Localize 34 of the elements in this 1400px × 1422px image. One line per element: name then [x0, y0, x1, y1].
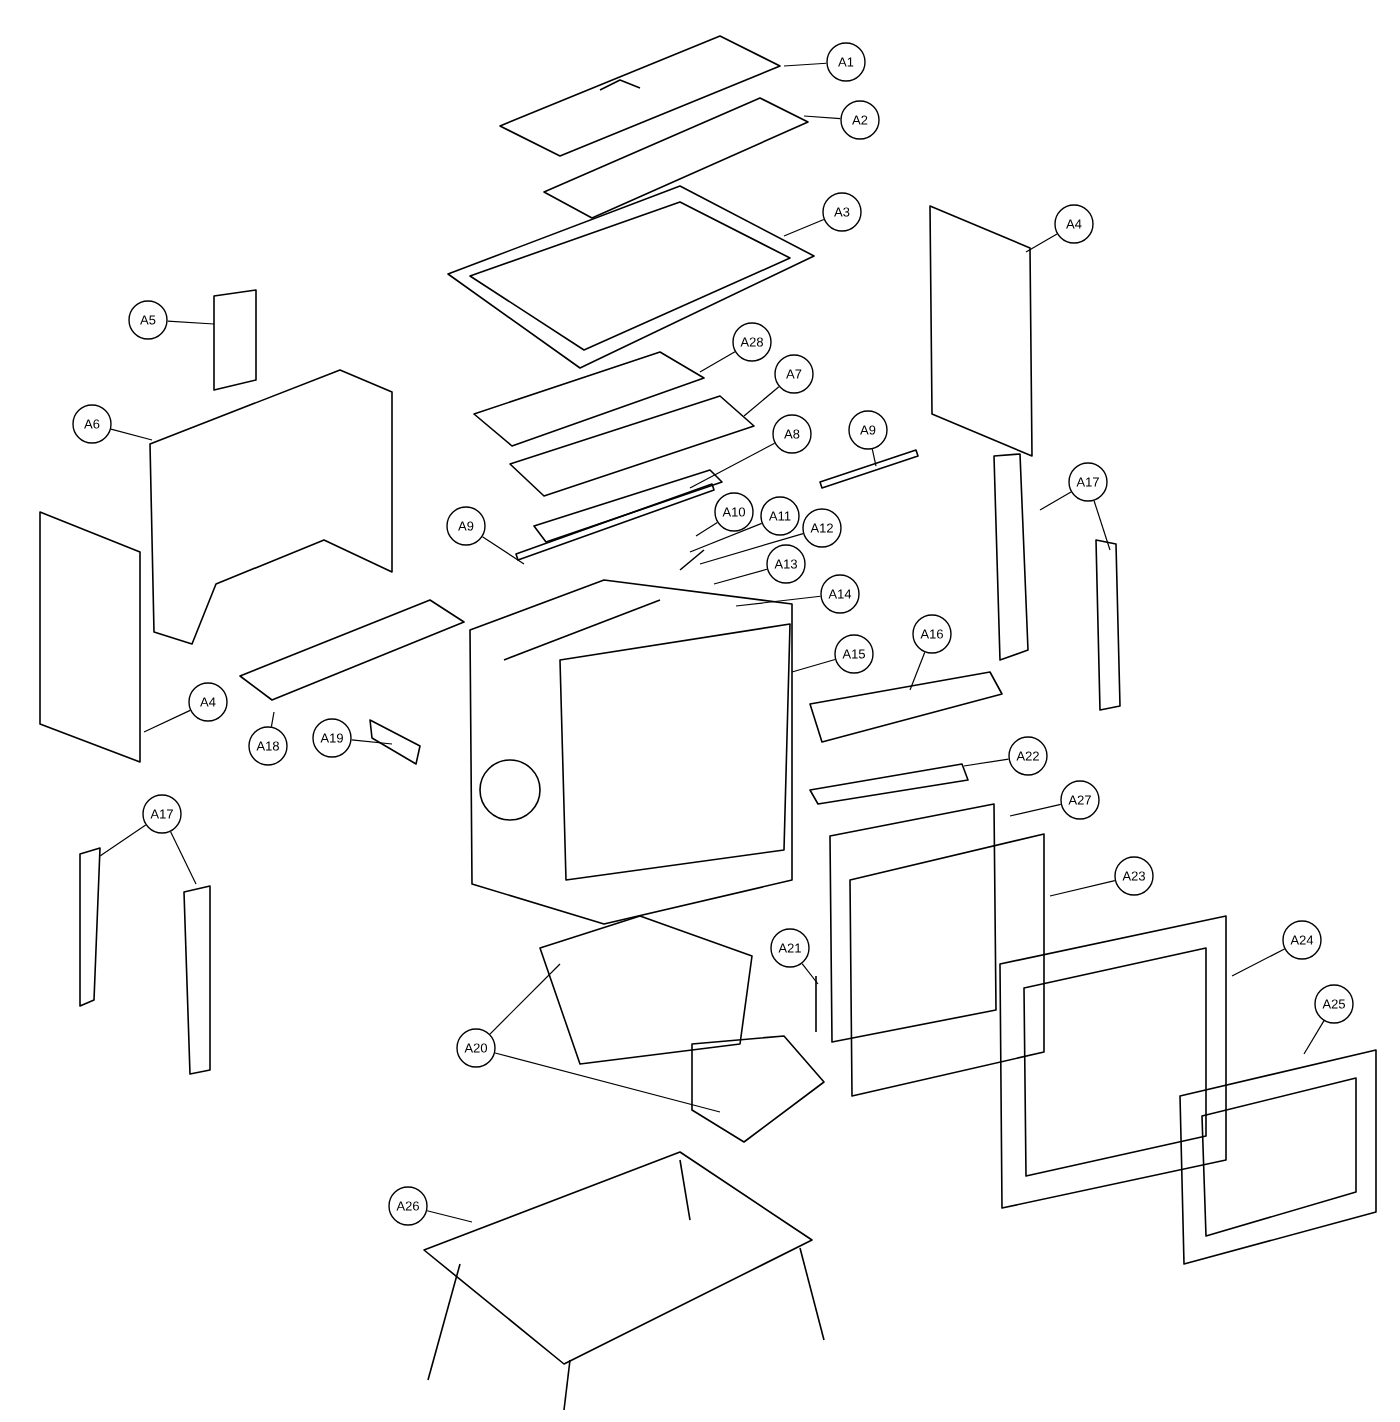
leader-line	[99, 824, 147, 857]
leader-line	[783, 218, 825, 237]
leader-line	[963, 758, 1010, 767]
leader-line	[689, 522, 763, 553]
leader-line	[871, 448, 877, 467]
leader-line	[489, 963, 561, 1035]
leader-line	[699, 533, 804, 565]
leader-line	[1039, 491, 1072, 511]
leader-line	[481, 536, 525, 565]
leader-line	[909, 651, 926, 691]
leader-line	[270, 711, 275, 728]
leader-line	[713, 568, 768, 585]
leader-line	[1303, 1020, 1325, 1055]
leader-line	[110, 428, 153, 441]
leader-line	[801, 962, 819, 985]
leader-line	[1231, 948, 1286, 977]
leader-line	[1049, 879, 1116, 897]
leader-line	[803, 115, 841, 120]
leader-line	[735, 595, 822, 607]
leader-line	[689, 442, 776, 489]
leader-line	[143, 709, 191, 733]
leader-line	[170, 831, 197, 885]
leader-line	[791, 658, 836, 673]
leader-line	[1009, 803, 1062, 817]
leader-line	[1093, 500, 1111, 551]
leader-line	[695, 521, 718, 537]
leader-line	[167, 320, 215, 325]
leader-line	[1025, 233, 1058, 253]
leader-line	[426, 1210, 473, 1223]
leader-line	[494, 1052, 721, 1113]
leader-line	[351, 739, 393, 745]
leader-line	[743, 386, 780, 417]
leader-line	[783, 62, 827, 67]
leader-line	[699, 351, 736, 373]
